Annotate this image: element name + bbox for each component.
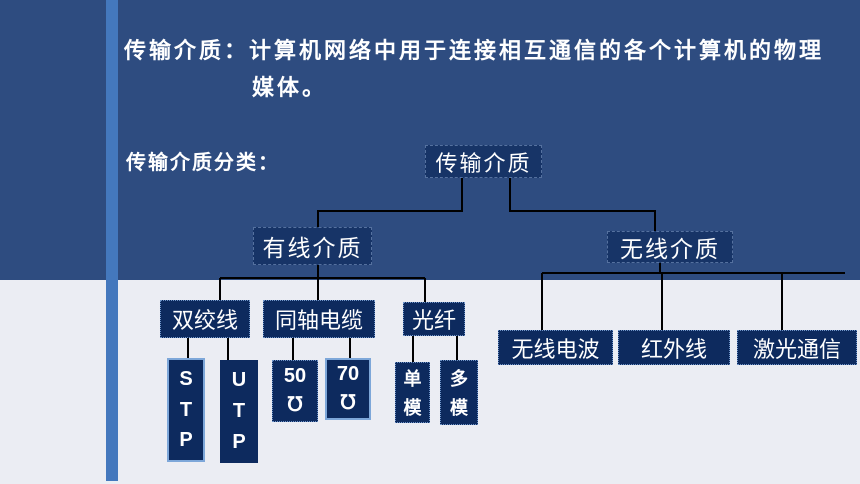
- node-single-mode: 单 模: [395, 362, 430, 423]
- node-utp: U T P: [220, 360, 258, 463]
- node-twisted-pair: 双绞线: [160, 300, 250, 338]
- node-utp-char: T: [232, 400, 246, 422]
- node-utp-char: P: [232, 431, 246, 453]
- ohm-symbol: ℧: [340, 391, 356, 414]
- node-single-mode-char: 单: [403, 369, 422, 390]
- node-wired-media: 有线介质: [253, 227, 372, 265]
- node-utp-char: U: [231, 369, 247, 391]
- node-multi-mode: 多 模: [440, 360, 478, 425]
- node-infrared: 红外线: [618, 330, 730, 365]
- node-stp-char: S: [179, 367, 193, 390]
- node-laser-communication: 激光通信: [737, 330, 857, 365]
- node-stp-char: P: [179, 429, 193, 452]
- node-50-ohm: 50 ℧: [272, 360, 318, 422]
- slide-title-line-2: 媒体。: [252, 75, 328, 100]
- node-stp-char: T: [179, 398, 193, 421]
- node-stp: S T P: [167, 358, 205, 462]
- node-multi-mode-char: 模: [450, 398, 468, 419]
- node-transmission-media: 传输介质: [425, 145, 542, 178]
- node-70-ohm: 70 ℧: [325, 358, 371, 420]
- node-radio-wave: 无线电波: [498, 330, 613, 365]
- node-70-ohm-value: 70: [336, 363, 360, 386]
- node-multi-mode-char: 多: [450, 368, 468, 389]
- node-single-mode-char: 模: [403, 397, 422, 418]
- accent-stripe: [106, 0, 118, 481]
- node-wireless-media: 无线介质: [607, 231, 733, 263]
- section-label: 传输介质分类：: [126, 152, 280, 174]
- slide-title-line-1: 传输介质：计算机网络中用于连接相互通信的各个计算机的物理: [124, 38, 825, 63]
- node-50-ohm-value: 50: [283, 365, 307, 387]
- ohm-symbol: ℧: [287, 394, 303, 416]
- node-optical-fiber: 光纤: [403, 302, 465, 336]
- node-coaxial-cable: 同轴电缆: [263, 300, 375, 338]
